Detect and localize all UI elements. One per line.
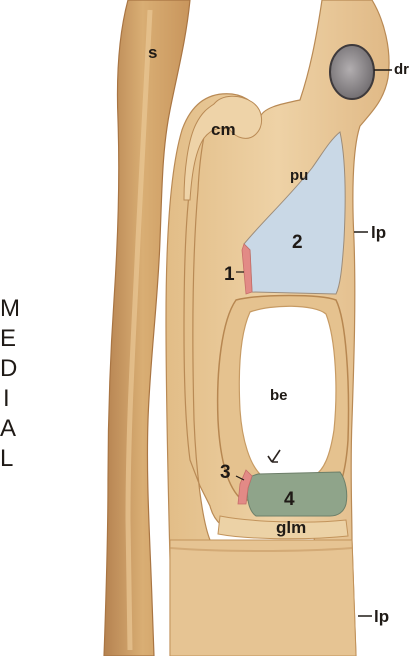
label-glm: glm bbox=[276, 518, 306, 537]
label-2: 2 bbox=[292, 232, 303, 253]
small-arrow-icon bbox=[267, 449, 281, 463]
label-s: s bbox=[148, 43, 157, 62]
label-dr: dr bbox=[394, 61, 409, 78]
medial-letter-5: A bbox=[0, 415, 16, 442]
septum-highlight bbox=[125, 9, 153, 651]
base-tissue-shape bbox=[169, 539, 357, 656]
num-3-leader-line bbox=[235, 475, 245, 481]
label-1: 1 bbox=[224, 264, 235, 285]
label-be: be bbox=[270, 387, 288, 404]
be-cavity bbox=[238, 305, 337, 477]
glm-band bbox=[217, 515, 349, 540]
label-pu: pu bbox=[290, 167, 308, 184]
cm-hook-shape bbox=[183, 95, 262, 201]
medial-letter-2: E bbox=[0, 325, 16, 352]
medial-letter-1: M bbox=[0, 295, 20, 322]
region-4-shape bbox=[247, 471, 348, 517]
label-lp-lower: lp bbox=[374, 607, 389, 626]
pink-border-3 bbox=[237, 469, 253, 505]
medial-letter-3: D bbox=[0, 355, 17, 382]
medial-letter-6: L bbox=[0, 445, 13, 472]
label-4: 4 bbox=[284, 489, 295, 510]
dr-nodule bbox=[329, 44, 375, 100]
label-lp-upper: lp bbox=[371, 223, 386, 242]
medial-letter-4: I bbox=[3, 385, 10, 412]
label-cm: cm bbox=[211, 120, 236, 139]
label-3: 3 bbox=[220, 462, 231, 483]
septum-shape bbox=[103, 0, 191, 656]
medial-side-label: M E D I A L bbox=[0, 295, 20, 472]
base-shadow bbox=[169, 547, 353, 552]
pink-border-1 bbox=[241, 243, 253, 295]
